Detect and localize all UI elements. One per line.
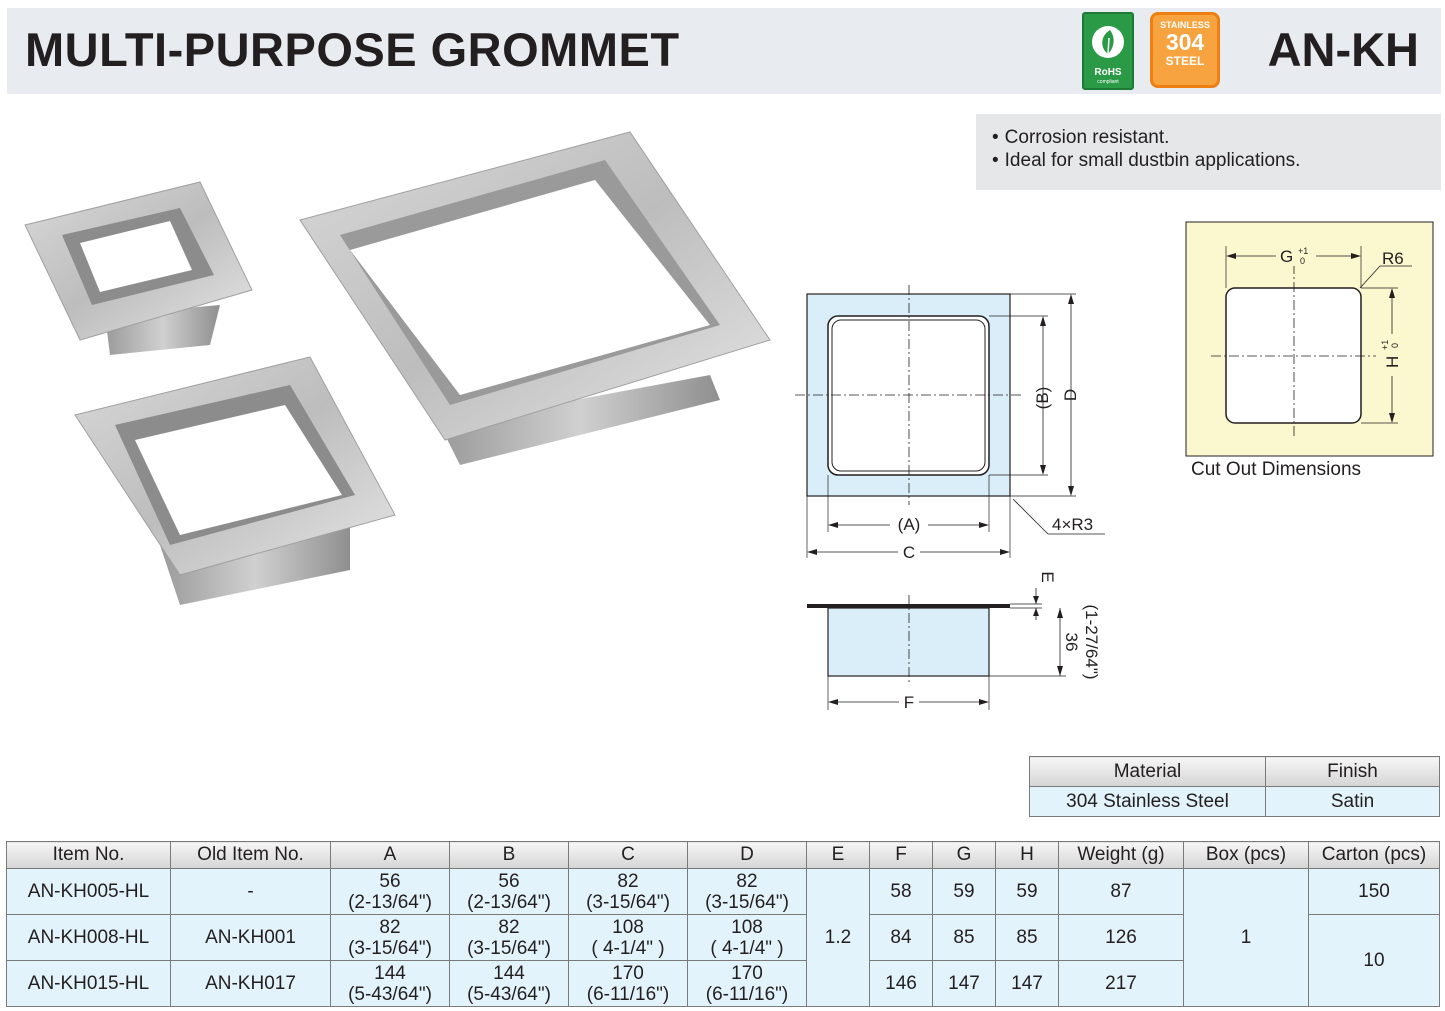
table-row: AN-KH005-HL - 56(2-13/64") 56(2-13/64") … xyxy=(6,868,1440,1007)
cell-item: AN-KH005-HL xyxy=(6,868,171,915)
col-old-item-no: Old Item No. xyxy=(170,841,331,869)
cell-old: AN-KH017 xyxy=(170,960,331,1007)
cutout-g-tol-zero: 0 xyxy=(1300,256,1305,266)
table-row: AN-KH015-HL AN-KH017 144(5-43/64") 144(5… xyxy=(6,960,1440,1007)
dim-label-depth: 36 xyxy=(1062,633,1081,652)
features-box: Corrosion resistant. Ideal for small dus… xyxy=(976,114,1441,190)
material-header: Material xyxy=(1029,756,1266,787)
col-d: D xyxy=(687,841,807,869)
cutout-h-tol-plus: +1 xyxy=(1380,340,1390,350)
cell-b: 56(2-13/64") xyxy=(449,868,569,915)
cell-d: 82(3-15/64") xyxy=(687,868,807,915)
material-table: Material Finish 304 Stainless Steel Sati… xyxy=(1029,756,1440,817)
col-g: G xyxy=(932,841,996,869)
cell-c: 82(3-15/64") xyxy=(568,868,688,915)
col-carton: Carton (pcs) xyxy=(1308,841,1440,869)
table-row: AN-KH008-HL AN-KH001 82(3-15/64") 82(3-1… xyxy=(6,914,1440,1007)
cell-old: AN-KH001 xyxy=(170,914,331,961)
col-c: C xyxy=(568,841,688,869)
cell-a: 82(3-15/64") xyxy=(330,914,450,961)
side-view-body xyxy=(827,607,990,677)
cutout-label-h: H xyxy=(1383,356,1402,368)
col-b: B xyxy=(449,841,569,869)
dim-label-b: (B) xyxy=(1033,387,1052,410)
cell-old: - xyxy=(170,868,331,915)
dim-label-c: C xyxy=(903,543,915,562)
model-code: AN-KH xyxy=(1267,23,1419,76)
cell-d: 108( 4-1/4" ) xyxy=(687,914,807,961)
cutout-opening xyxy=(1225,287,1362,424)
cell-c: 108( 4-1/4" ) xyxy=(568,914,688,961)
rohs-sub: compliant xyxy=(1097,79,1119,85)
col-box: Box (pcs) xyxy=(1183,841,1309,869)
cell-a: 56(2-13/64") xyxy=(330,868,450,915)
col-item-no: Item No. xyxy=(6,841,171,869)
cell-weight: 126 xyxy=(1058,914,1184,961)
cutout-radius: R6 xyxy=(1382,249,1404,268)
grommet-large xyxy=(299,131,771,465)
cutout-caption: Cut Out Dimensions xyxy=(1191,459,1361,480)
cell-item: AN-KH008-HL xyxy=(6,914,171,961)
side-view-flange xyxy=(807,604,1010,608)
cell-c: 170(6-11/16") xyxy=(568,960,688,1007)
dimension-drawing: (B) D (A) C 4×R3 E 36 (1-27/64") F xyxy=(795,285,1105,712)
steel-line1: STAINLESS xyxy=(1160,20,1210,30)
top-view-opening xyxy=(827,315,990,476)
dim-label-f: F xyxy=(904,693,914,712)
cell-g: 85 xyxy=(932,914,996,961)
col-h: H xyxy=(995,841,1059,869)
grommet-medium xyxy=(74,356,396,605)
dim-label-a: (A) xyxy=(898,515,921,534)
col-e: E xyxy=(806,841,870,869)
dim-label-depth-inch: (1-27/64") xyxy=(1082,604,1101,679)
cell-g: 59 xyxy=(932,868,996,915)
dim-label-d: D xyxy=(1061,389,1080,401)
steel-line2: 304 xyxy=(1165,29,1205,55)
cutout-diagram: G +1 0 R6 H +1 0 Cut Out Dimensions xyxy=(1185,221,1434,480)
cell-f: 58 xyxy=(869,868,933,915)
cell-f: 146 xyxy=(869,960,933,1007)
cell-a: 144(5-43/64") xyxy=(330,960,450,1007)
cell-carton: 10 xyxy=(1308,914,1440,1007)
dim-label-e: E xyxy=(1038,571,1057,582)
cell-f: 84 xyxy=(869,914,933,961)
leaf-icon xyxy=(1092,26,1124,58)
cutout-h-tol-zero: 0 xyxy=(1390,343,1400,348)
dim-label-corner: 4×R3 xyxy=(1052,515,1093,534)
cell-g: 147 xyxy=(932,960,996,1007)
spec-table: Item No. Old Item No. A B C D E F G H We… xyxy=(6,841,1440,1007)
cell-h: 85 xyxy=(995,914,1059,961)
stainless-steel-badge: STAINLESS 304 STEEL xyxy=(1150,12,1220,88)
page-title: MULTI-PURPOSE GROMMET xyxy=(25,23,680,76)
feature-item: Corrosion resistant. xyxy=(992,126,1441,149)
cell-b: 144(5-43/64") xyxy=(449,960,569,1007)
cell-item: AN-KH015-HL xyxy=(6,960,171,1007)
col-weight: Weight (g) xyxy=(1058,841,1184,869)
cell-h: 147 xyxy=(995,960,1059,1007)
steel-line3: STEEL xyxy=(1165,54,1205,68)
grommet-small xyxy=(24,181,253,355)
cutout-g-tol-plus: +1 xyxy=(1298,246,1308,256)
spec-header-row: Item No. Old Item No. A B C D E F G H We… xyxy=(6,841,1440,869)
finish-header: Finish xyxy=(1265,756,1440,787)
cell-d: 170(6-11/16") xyxy=(687,960,807,1007)
cell-box-shared: 1 xyxy=(1183,868,1309,1007)
product-photo xyxy=(24,131,771,605)
cell-h: 59 xyxy=(995,868,1059,915)
cell-weight: 217 xyxy=(1058,960,1184,1007)
col-f: F xyxy=(869,841,933,869)
finish-value: Satin xyxy=(1265,786,1440,817)
feature-item: Ideal for small dustbin applications. xyxy=(992,149,1441,172)
cell-b: 82(3-15/64") xyxy=(449,914,569,961)
cutout-label-g: G xyxy=(1280,247,1293,266)
cell-weight: 87 xyxy=(1058,868,1184,915)
col-a: A xyxy=(330,841,450,869)
rohs-label: RoHS xyxy=(1094,67,1122,78)
cell-carton: 150 xyxy=(1308,868,1440,915)
cell-e-shared: 1.2 xyxy=(806,868,870,1007)
header-bar: MULTI-PURPOSE GROMMET AN-KH xyxy=(7,8,1441,94)
rohs-badge: RoHS compliant xyxy=(1082,12,1134,90)
material-value: 304 Stainless Steel xyxy=(1029,786,1266,817)
